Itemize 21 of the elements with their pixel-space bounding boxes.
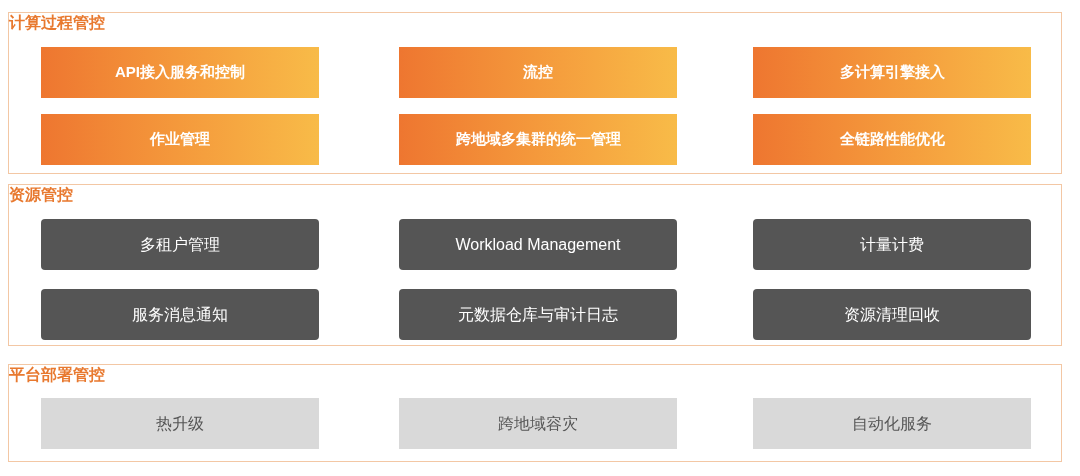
- section-title: 平台部署管控: [9, 365, 105, 385]
- module-box: 流控: [399, 47, 677, 98]
- module-box: 自动化服务: [753, 398, 1031, 449]
- module-box: 元数据仓库与审计日志: [399, 289, 677, 340]
- section-panel: [8, 364, 1062, 462]
- module-box: 多计算引擎接入: [753, 47, 1031, 98]
- module-box: 作业管理: [41, 114, 319, 165]
- section-panel: [8, 184, 1062, 346]
- module-box: 全链路性能优化: [753, 114, 1031, 165]
- module-box: 热升级: [41, 398, 319, 449]
- module-box: 服务消息通知: [41, 289, 319, 340]
- section-panel: [8, 12, 1062, 174]
- module-box: 跨地域多集群的统一管理: [399, 114, 677, 165]
- module-box: 跨地域容灾: [399, 398, 677, 449]
- module-box: Workload Management: [399, 219, 677, 270]
- section-title: 资源管控: [9, 185, 73, 205]
- module-box: 资源清理回收: [753, 289, 1031, 340]
- module-box: API接入服务和控制: [41, 47, 319, 98]
- module-box: 计量计费: [753, 219, 1031, 270]
- module-box: 多租户管理: [41, 219, 319, 270]
- section-title: 计算过程管控: [9, 13, 105, 33]
